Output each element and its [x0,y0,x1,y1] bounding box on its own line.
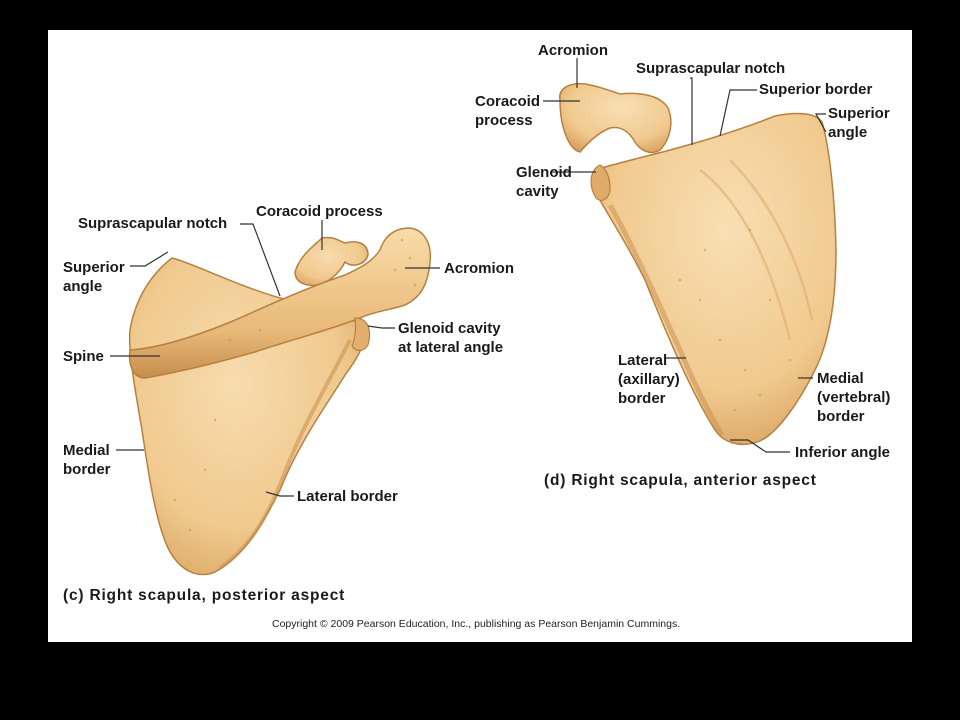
label-post-glenoid-cavity: Glenoid cavity at lateral angle [398,320,504,356]
label-ant-suprascapular-notch: Suprascapular notch [636,60,786,77]
caption-anterior-letter: (d) [544,472,567,489]
leader-ant-superior-angle [814,113,827,133]
posterior-spine-acromion [128,227,432,379]
label-post-acromion: Acromion [444,260,515,277]
leader-post-lateral-border [265,491,294,497]
label-ant-glenoid-cavity: Glenoid cavity [516,164,572,200]
label-ant-superior-border: Superior border [759,81,873,98]
leader-post-superior-angle [130,251,169,267]
label-post-coracoid-process: Coracoid process [256,203,383,220]
label-post-suprascapular-notch: Suprascapular notch [78,215,228,232]
label-ant-inferior-angle: Inferior angle [795,444,891,461]
caption-anterior-text: Right scapula, anterior aspect [571,472,817,489]
leader-post-suprascapular-notch [240,223,281,297]
copyright-notice: Copyright © 2009 Pearson Education, Inc.… [272,618,681,630]
anterior-scapula [559,82,837,446]
posterior-glenoid [351,317,371,351]
anterior-blade [592,112,837,446]
leader-ant-inferior-angle [730,439,790,453]
label-post-medial-border: Medial border [63,442,111,478]
label-ant-lateral-border: Lateral (axillary) border [618,352,680,407]
label-post-lateral-border: Lateral border [297,488,398,505]
anterior-glenoid [590,164,611,201]
leader-ant-superior-border [719,89,757,137]
anterior-bone-texture [678,228,792,412]
posterior-scapula [128,227,432,576]
anterior-fossa-ridges [699,159,814,341]
anterior-acromion-coracoid [559,82,672,154]
caption-posterior-letter: (c) [63,587,85,604]
label-ant-medial-border: Medial (vertebral) border [817,370,891,425]
label-post-spine: Spine [63,348,104,365]
label-ant-coracoid-process: Coracoid process [475,93,541,129]
leader-ant-suprascapular-notch [690,77,693,145]
label-ant-superior-angle: Superior angle [828,105,890,141]
anterior-lateral-ridge [607,203,725,437]
leader-post-glenoid [367,325,395,329]
caption-posterior-text: Right scapula, posterior aspect [89,587,346,604]
label-post-superior-angle: Superior angle [63,259,125,295]
posterior-bone-texture [173,238,417,532]
label-ant-acromion: Acromion [538,42,609,59]
posterior-lateral-ridge [218,339,352,570]
leader-lines [110,58,827,497]
caption-posterior: (c) Right scapula, posterior aspect [63,587,345,605]
caption-anterior: (d) Right scapula, anterior aspect [544,472,817,490]
